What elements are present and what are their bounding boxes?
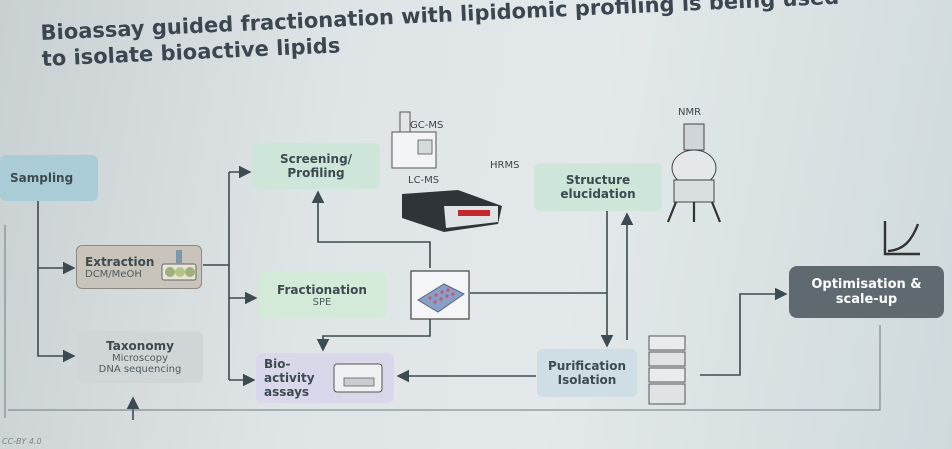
nmr-instrument-icon (666, 123, 722, 223)
gcms-label: GC-MS (410, 120, 444, 131)
arrow-sampling-extraction (37, 201, 76, 275)
bioactivity-line2: activity (264, 371, 315, 385)
arrow-sampling-taxonomy (37, 268, 76, 363)
node-optimisation: Optimisation & scale-up (789, 266, 944, 318)
nmr-label: NMR (678, 107, 702, 118)
taxonomy-label: Taxonomy (106, 339, 174, 353)
extraction-label: Extraction (85, 254, 155, 269)
screening-line2: Profiling (287, 166, 345, 180)
hplc-instrument-icon (648, 335, 686, 405)
taxonomy-dna: DNA sequencing (98, 364, 182, 375)
purification-line2: Isolation (557, 373, 617, 387)
structure-line2: elucidation (560, 187, 636, 201)
node-purification: Purification Isolation (537, 349, 637, 397)
optimisation-line2: scale-up (835, 292, 898, 307)
node-screening: Screening/ Profiling (252, 143, 380, 189)
sampling-label: Sampling (10, 171, 74, 185)
extraction-solvent: DCM/MeOH (85, 268, 142, 280)
purification-line1: Purification (547, 359, 627, 373)
lcms-label: LC-MS (408, 175, 440, 186)
node-sampling: Sampling (0, 155, 98, 201)
node-taxonomy: Taxonomy Microscopy DNA sequencing (77, 331, 203, 383)
arrow-to-optimisation (700, 287, 788, 376)
bioactivity-line1: Bio- (264, 357, 291, 371)
arrow-plate-screening (311, 190, 431, 268)
feedback-line (8, 325, 881, 411)
license-footer: CC-BY 4.0 (2, 437, 42, 446)
node-bioactivity-assays: Bio- activity assays (256, 353, 394, 403)
node-fractionation: Fractionation SPE (258, 272, 386, 318)
lcms-instrument-icon (402, 190, 502, 232)
structure-line1: Structure (565, 173, 631, 187)
fractionation-method: SPE (312, 296, 332, 308)
fractionation-label: Fractionation (277, 282, 367, 297)
bioactivity-line3: assays (264, 385, 310, 399)
hrms-label: HRMS (490, 160, 520, 171)
optimisation-line1: Optimisation & (811, 277, 922, 292)
node-structure-elucidation: Structure elucidation (534, 163, 662, 211)
gcms-instrument-icon (391, 111, 437, 169)
extraction-glassware-icon (161, 250, 197, 281)
well-plate-icon (410, 270, 470, 320)
taxonomy-microscopy: Microscopy (111, 353, 168, 364)
plate-reader-icon (333, 363, 383, 393)
screening-line1: Screening/ (279, 152, 353, 166)
arrow-plate-bioactivity (316, 318, 431, 352)
growth-curve-icon (883, 221, 920, 256)
